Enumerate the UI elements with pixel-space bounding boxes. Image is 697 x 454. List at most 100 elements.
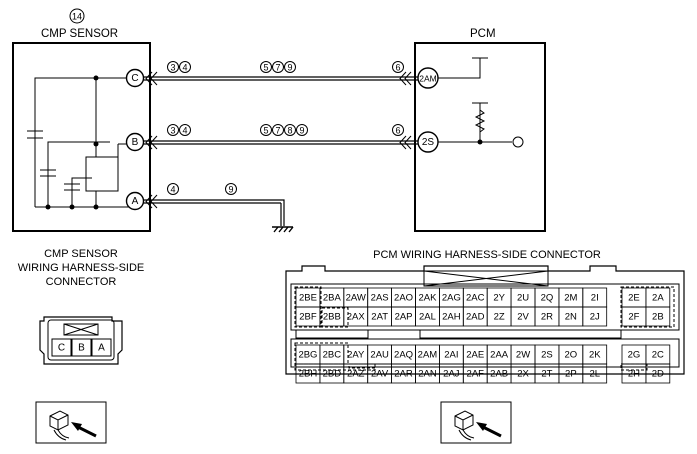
pcm-terminal-label: 2G	[628, 350, 641, 361]
sensor-title: CMP SENSOR	[41, 28, 118, 40]
pcm-terminal-label: 2V	[517, 312, 529, 323]
wire-c	[143, 71, 418, 86]
pcm-terminal-label: 2N	[565, 312, 577, 323]
circled-note-label: 4	[182, 126, 187, 136]
pcm-terminal-2s	[417, 131, 439, 153]
pcm-terminal-label: 2BH	[299, 369, 318, 380]
pcm-title: PCM	[470, 28, 496, 40]
circled-note: 7	[272, 124, 284, 136]
circled-note-label: 3	[170, 126, 175, 136]
circled-note: 9	[284, 61, 296, 73]
pcm-internal-circuit	[436, 57, 524, 148]
pcm-terminal-label: 2AO	[394, 293, 413, 304]
circled-note: 6	[392, 124, 404, 136]
circled-note: 5	[260, 61, 272, 73]
pcm-terminal-2am	[417, 67, 439, 89]
circled-note: 7	[272, 61, 284, 73]
circled-note-label: 4	[170, 185, 175, 195]
sensor-terminal-b	[125, 132, 145, 152]
pcm-terminal-label: 2AV	[371, 369, 389, 380]
pcm-terminal-label: 2AB	[490, 369, 508, 380]
pcm-terminal-label: 2BF	[299, 312, 317, 323]
pcm-terminal-label: 2AP	[395, 312, 413, 323]
pcm-terminal-label: 2AM	[418, 350, 438, 361]
pcm-terminal-label: 2AA	[490, 350, 509, 361]
connector-chevron-icon	[145, 71, 158, 86]
pcm-terminal-2am-label: 2AM	[419, 74, 436, 84]
pcm-terminal-label: 2U	[517, 293, 529, 304]
circled-note: 4	[167, 183, 179, 195]
connector-view-icon	[440, 401, 512, 444]
pcm-terminal-label: 2BD	[323, 369, 342, 380]
pcm-terminal-label: 2AN	[418, 369, 437, 380]
pcm-connector-caption: PCM WIRING HARNESS-SIDE CONNECTOR	[373, 249, 601, 261]
wire-a	[143, 194, 294, 233]
pcm-terminal-label: 2AQ	[394, 350, 413, 361]
connector-chevron-icon	[145, 194, 158, 209]
pcm-terminal-label: 2B	[652, 312, 664, 323]
circled-note: 8	[284, 124, 296, 136]
pcm: PCM 2AM 2S	[414, 28, 546, 232]
sensor-terminal-c	[125, 68, 145, 88]
pcm-terminal-cell: 2L	[582, 363, 608, 384]
pcm-terminal-label: 2R	[541, 312, 553, 323]
connector-view-icon	[35, 401, 107, 444]
pcm-terminal-label: 2Q	[541, 293, 554, 304]
pcm-terminal-label: 2AR	[394, 369, 413, 380]
pcm-terminal-label: 2K	[589, 350, 601, 361]
pcm-terminal-label: 2AT	[371, 312, 388, 323]
pcm-terminal-label: 2AC	[466, 293, 485, 304]
pcm-terminal-label: 2T	[541, 369, 552, 380]
pcm-terminal-label: 2F	[628, 312, 639, 323]
circled-note: 3	[167, 61, 179, 73]
pcm-terminal-label: 2AW	[346, 293, 366, 304]
pcm-terminal-cell: 2B	[645, 306, 671, 327]
pcm-body	[414, 42, 546, 232]
pcm-terminal-label: 2BG	[298, 350, 317, 361]
sensor-connector-caption-line-3: CONNECTOR	[46, 276, 117, 288]
sensor-internal-circuit	[27, 77, 135, 208]
pcm-terminal-label: 2I	[591, 293, 599, 304]
sensor-terminal-a	[125, 191, 145, 211]
connector-chevron-icon	[145, 135, 158, 150]
pcm-terminal-label: 2AK	[418, 293, 437, 304]
pcm-terminal-label: 2AL	[419, 312, 436, 323]
pcm-terminal-label: 2X	[517, 369, 529, 380]
sensor-connector: C B A	[39, 316, 123, 365]
circled-note-label: 5	[263, 126, 268, 136]
ground-icon	[272, 226, 294, 233]
pcm-terminal-2s-label: 2S	[422, 137, 435, 148]
sensor-junction-dots	[45, 75, 99, 210]
pcm-terminal-label: 2AI	[444, 350, 458, 361]
circled-note: 4	[179, 61, 191, 73]
pcm-terminal-label: 2AS	[371, 293, 389, 304]
sensor-connector-pin-c-label: C	[58, 343, 65, 354]
sensor-number-circle	[69, 8, 85, 24]
pcm-terminal-cell: 2J	[582, 306, 608, 327]
pcm-terminal-label: 2P	[565, 369, 577, 380]
circled-note-label: 7	[275, 63, 280, 73]
sensor-terminal-a-label: A	[132, 196, 139, 207]
circled-note-label: 3	[170, 63, 175, 73]
sensor-number: 14	[72, 12, 82, 22]
pcm-terminal-label: 2BC	[323, 350, 342, 361]
pcm-terminal-label: 2O	[565, 350, 578, 361]
pcm-terminal-label: 2S	[541, 350, 553, 361]
sensor-connector-caption-line-1: CMP SENSOR	[44, 248, 118, 260]
circled-note: 3	[167, 124, 179, 136]
sensor-connector-pin-a-label: A	[98, 343, 105, 354]
circled-note-label: 9	[299, 126, 304, 136]
pcm-terminal-label: 2L	[589, 369, 600, 380]
sensor-connector-pin-c	[51, 338, 72, 357]
pcm-terminal-label: 2AZ	[347, 369, 365, 380]
circled-note: 9	[225, 183, 237, 195]
pcm-terminal-label: 2AU	[370, 350, 389, 361]
circled-note-label: 4	[182, 63, 187, 73]
pcm-terminal-cell: 2D	[645, 363, 671, 384]
sensor-terminal-b-label: B	[132, 137, 139, 148]
pcm-terminal-label: 2AD	[466, 312, 485, 323]
pcm-terminal-label: 2E	[628, 293, 640, 304]
